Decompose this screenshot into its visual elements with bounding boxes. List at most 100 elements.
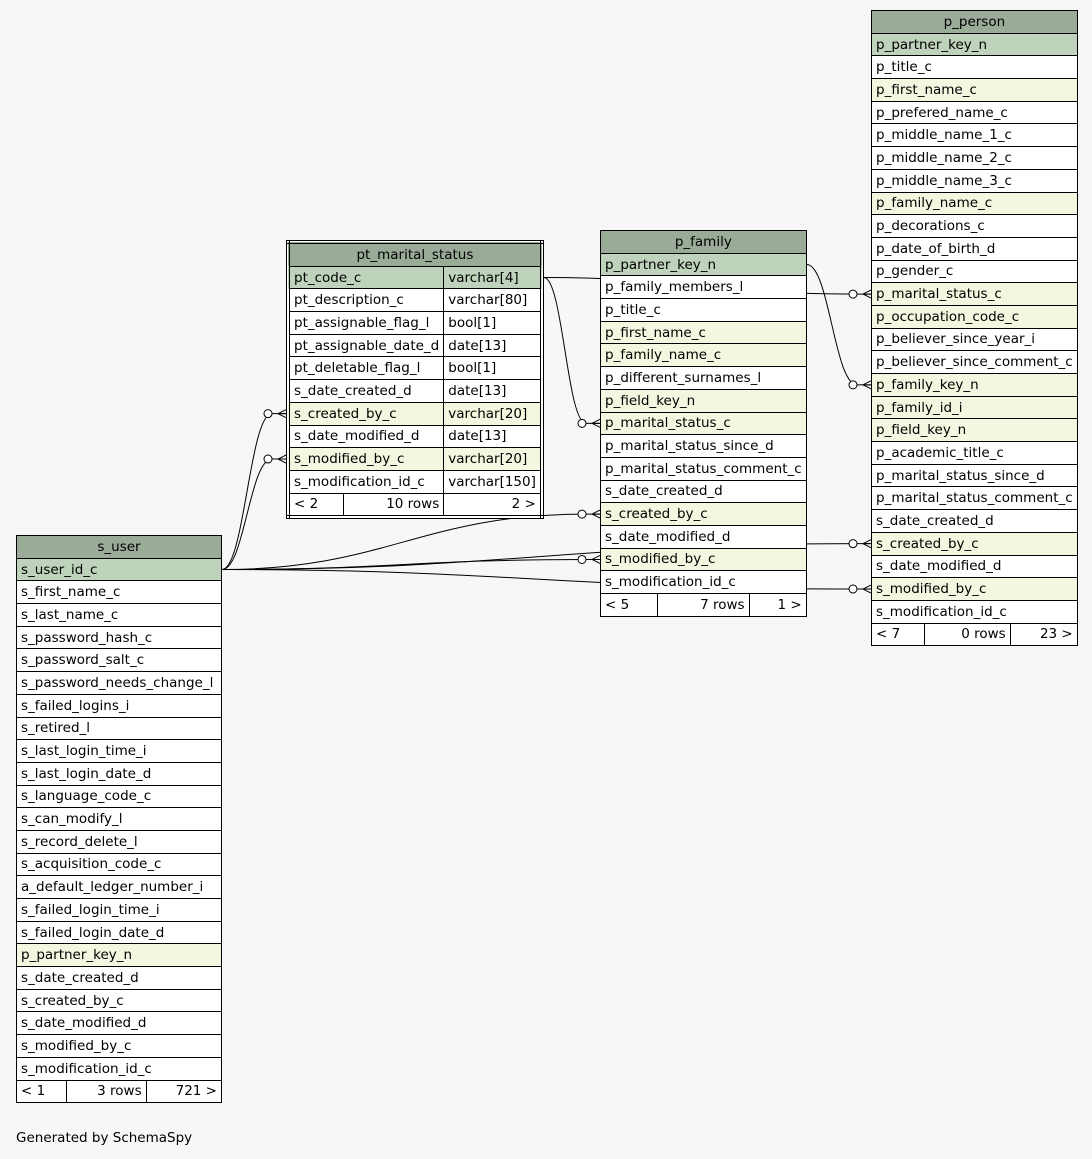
column-row[interactable]: p_title_c [871, 55, 1078, 80]
column-row[interactable]: s_modified_by_c [16, 1034, 222, 1058]
column-row[interactable]: s_date_created_d [871, 509, 1078, 533]
column-row[interactable]: s_date_modified_d [600, 524, 807, 549]
column-row[interactable]: s_record_delete_l [16, 829, 222, 854]
column-row[interactable]: p_prefered_name_c [871, 100, 1078, 125]
column-row[interactable]: p_believer_since_comment_c [871, 350, 1078, 374]
column-row[interactable]: s_modified_by_c [871, 577, 1078, 601]
column-row[interactable]: p_middle_name_1_c [871, 123, 1078, 148]
column-row[interactable]: s_last_login_time_i [16, 739, 222, 763]
column-row[interactable]: s_created_by_c [16, 988, 222, 1013]
table-header-row: pt_marital_status [287, 241, 543, 267]
column-row[interactable]: p_family_id_i [871, 395, 1078, 420]
column-row[interactable]: p_academic_title_c [871, 441, 1078, 465]
column-row[interactable]: s_first_name_c [16, 580, 222, 605]
column-row[interactable]: p_partner_key_n [600, 252, 807, 277]
column-row[interactable]: s_language_code_c [16, 784, 222, 809]
column-row[interactable]: p_partner_key_n [16, 943, 222, 968]
column-row[interactable]: s_acquisition_code_c [16, 852, 222, 877]
column-row[interactable]: p_marital_status_comment_c [600, 456, 807, 481]
column-row[interactable]: p_partner_key_n [871, 32, 1078, 57]
column-row[interactable]: s_password_needs_change_l [16, 671, 222, 695]
column-row[interactable]: s_date_created_d [16, 966, 222, 990]
children-count: 23 > [1009, 622, 1078, 647]
column-row[interactable]: p_marital_status_c [600, 411, 807, 436]
column-row[interactable]: s_password_hash_c [16, 625, 222, 650]
column-row[interactable]: s_created_by_c [600, 502, 807, 526]
column-row[interactable]: p_believer_since_year_i [871, 327, 1078, 352]
column-row[interactable]: s_failed_login_date_d [16, 920, 222, 945]
zero-or-many-marker [848, 380, 858, 390]
column-row[interactable]: s_modification_id_c [600, 570, 807, 594]
column-type: bool[1] [443, 311, 543, 335]
parents-count: < 2 [287, 492, 345, 518]
column-row[interactable]: s_modification_id_c [16, 1056, 222, 1081]
column-row[interactable]: p_different_surnames_l [600, 366, 807, 390]
column-row[interactable]: s_password_salt_c [16, 648, 222, 673]
column-row[interactable]: s_last_login_date_d [16, 761, 222, 786]
column-row[interactable]: p_family_members_l [600, 275, 807, 300]
column-row[interactable]: s_user_id_c [16, 557, 222, 582]
relationship-edge [543, 277, 600, 424]
column-row[interactable]: s_created_by_c [871, 531, 1078, 556]
column-row[interactable]: p_date_of_birth_d [871, 236, 1078, 261]
column-name: s_can_modify_l [16, 807, 222, 831]
column-name: s_modified_by_c [600, 547, 807, 572]
column-name: p_middle_name_3_c [871, 168, 1078, 193]
column-row[interactable]: s_date_modified_d [871, 554, 1078, 579]
column-row[interactable]: p_family_key_n [871, 373, 1078, 397]
column-row[interactable]: p_occupation_code_c [871, 304, 1078, 329]
column-row[interactable]: s_can_modify_l [16, 807, 222, 831]
column-name: p_partner_key_n [871, 32, 1078, 57]
table-name[interactable]: p_person [871, 10, 1078, 34]
column-row[interactable]: p_first_name_c [600, 320, 807, 345]
column-row[interactable]: p_middle_name_3_c [871, 168, 1078, 193]
table-name[interactable]: pt_marital_status [287, 241, 543, 267]
column-row[interactable]: p_marital_status_comment_c [871, 486, 1078, 511]
column-row[interactable]: a_default_ledger_number_i [16, 875, 222, 899]
column-row[interactable]: p_marital_status_since_d [871, 463, 1078, 488]
table-name[interactable]: p_family [600, 230, 807, 254]
column-row[interactable]: s_failed_login_time_i [16, 898, 222, 922]
column-row[interactable]: p_marital_status_since_d [600, 434, 807, 458]
column-name: pt_description_c [287, 288, 445, 313]
column-row[interactable]: s_failed_logins_i [16, 693, 222, 718]
column-row[interactable]: p_title_c [600, 298, 807, 322]
column-row[interactable]: s_date_created_d [600, 479, 807, 504]
column-row[interactable]: p_decorations_c [871, 214, 1078, 238]
zero-or-many-marker [263, 409, 273, 419]
column-row[interactable]: p_family_name_c [600, 343, 807, 368]
column-row[interactable]: s_retired_l [16, 716, 222, 741]
column-row[interactable]: p_field_key_n [871, 418, 1078, 443]
column-row[interactable]: s_date_modified_d [16, 1011, 222, 1036]
column-name: s_password_needs_change_l [16, 671, 222, 695]
column-row[interactable]: p_middle_name_2_c [871, 146, 1078, 170]
table-name[interactable]: s_user [16, 535, 222, 559]
column-row[interactable]: s_modified_by_c [600, 547, 807, 572]
column-row[interactable]: p_family_name_c [871, 191, 1078, 216]
column-row[interactable]: p_field_key_n [600, 388, 807, 413]
crowfoot-marker [862, 289, 872, 299]
column-row[interactable]: s_last_name_c [16, 603, 222, 627]
column-row[interactable]: s_modification_id_c [871, 599, 1078, 624]
column-row[interactable]: p_marital_status_c [871, 282, 1078, 306]
row-count: 7 rows [656, 593, 750, 617]
column-name: p_field_key_n [871, 418, 1078, 443]
column-name: s_first_name_c [16, 580, 222, 605]
column-name: a_default_ledger_number_i [16, 875, 222, 899]
column-row[interactable]: p_gender_c [871, 259, 1078, 284]
column-row[interactable]: p_first_name_c [871, 78, 1078, 102]
